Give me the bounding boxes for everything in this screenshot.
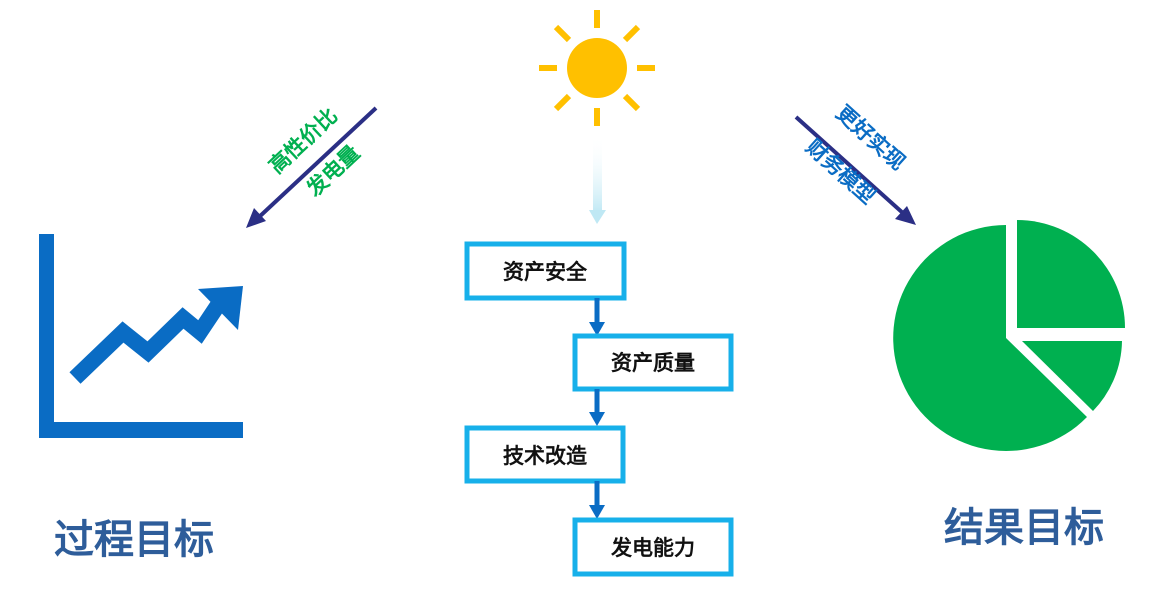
sun-ray-arrow <box>589 135 606 224</box>
flow-step-4-label: 发电能力 <box>610 536 695 560</box>
right-goal-label: 结果目标 <box>944 505 1104 551</box>
left-goal-label: 过程目标 <box>54 517 214 563</box>
flow-step-3: 技术改造 <box>464 425 626 484</box>
flow-step-3-label: 技术改造 <box>503 444 588 468</box>
right-diagonal-arrow <box>794 115 916 225</box>
flow-step-2: 资产质量 <box>572 333 734 392</box>
pie-chart-icon <box>893 220 1125 451</box>
line-chart-icon <box>39 234 243 438</box>
flow-connector-1 <box>589 298 605 336</box>
flow-step-2-label: 资产质量 <box>611 351 695 375</box>
flow-step-1-label: 资产安全 <box>503 260 588 284</box>
left-diagonal-arrow <box>246 106 378 228</box>
flow-connector-3 <box>589 481 605 519</box>
sun-icon <box>539 10 655 126</box>
flow-connector-2 <box>589 389 605 426</box>
flow-step-4: 发电能力 <box>572 517 734 577</box>
flow-step-1: 资产安全 <box>464 241 627 301</box>
